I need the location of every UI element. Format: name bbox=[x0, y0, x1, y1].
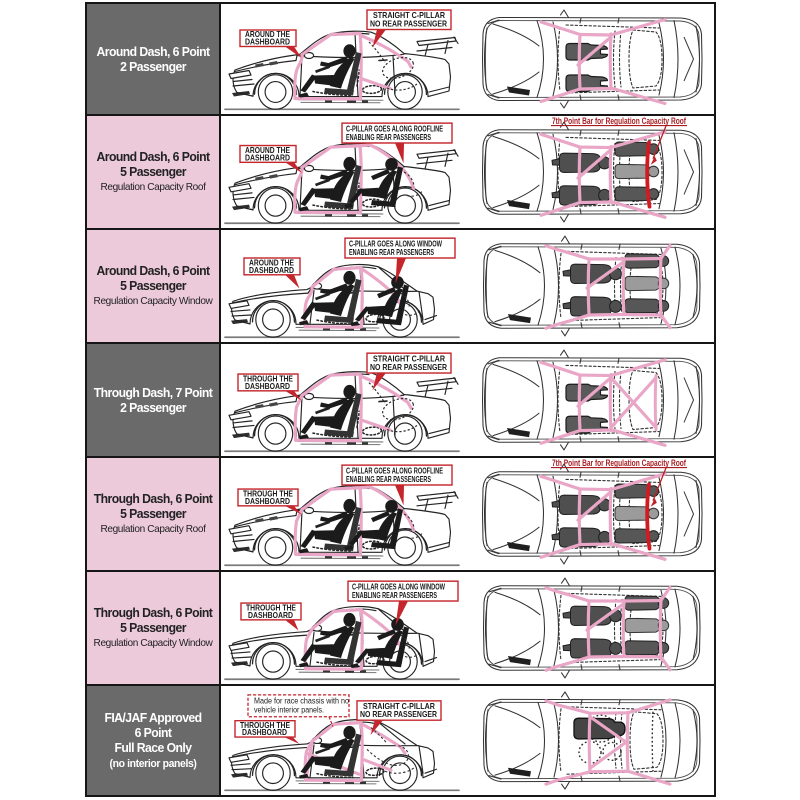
svg-text:NO REAR PASSENGER: NO REAR PASSENGER bbox=[370, 363, 447, 372]
svg-text:DASHBOARD: DASHBOARD bbox=[245, 38, 290, 47]
svg-text:C-PILLAR GOES ALONG WINDOW: C-PILLAR GOES ALONG WINDOW bbox=[349, 239, 442, 248]
svg-text:NO REAR PASSENGER: NO REAR PASSENGER bbox=[370, 20, 447, 29]
svg-text:C-PILLAR GOES ALONG ROOFLINE: C-PILLAR GOES ALONG ROOFLINE bbox=[346, 124, 443, 133]
svg-text:THROUGH THE: THROUGH THE bbox=[243, 374, 293, 383]
svg-text:vehicle interior panels.: vehicle interior panels. bbox=[254, 704, 324, 714]
svg-text:NO REAR PASSENGER: NO REAR PASSENGER bbox=[360, 710, 437, 719]
svg-text:THROUGH THE: THROUGH THE bbox=[243, 489, 293, 498]
svg-text:STRAIGHT C-PILLAR: STRAIGHT C-PILLAR bbox=[363, 702, 435, 711]
svg-text:C-PILLAR GOES ALONG ROOFLINE: C-PILLAR GOES ALONG ROOFLINE bbox=[346, 466, 443, 475]
svg-text:AROUND THE: AROUND THE bbox=[249, 258, 294, 267]
svg-text:ENABLING REAR PASSENGERS: ENABLING REAR PASSENGERS bbox=[346, 133, 431, 142]
svg-text:ENABLING REAR PASSENGERS: ENABLING REAR PASSENGERS bbox=[346, 475, 431, 484]
svg-text:AROUND THE: AROUND THE bbox=[245, 146, 290, 155]
svg-text:DASHBOARD: DASHBOARD bbox=[245, 497, 290, 506]
svg-text:Made for race chassis with no: Made for race chassis with no bbox=[254, 695, 349, 705]
svg-text:ENABLING REAR PASSENGERS: ENABLING REAR PASSENGERS bbox=[352, 591, 437, 600]
svg-text:C-PILLAR GOES ALONG WINDOW: C-PILLAR GOES ALONG WINDOW bbox=[352, 582, 445, 591]
svg-text:7th Point Bar for Regulation C: 7th Point Bar for Regulation Capacity Ro… bbox=[552, 116, 686, 126]
svg-text:DASHBOARD: DASHBOARD bbox=[245, 382, 290, 391]
svg-text:THROUGH THE: THROUGH THE bbox=[240, 721, 290, 730]
svg-text:STRAIGHT C-PILLAR: STRAIGHT C-PILLAR bbox=[373, 11, 445, 20]
svg-text:ENABLING REAR PASSENGERS: ENABLING REAR PASSENGERS bbox=[349, 248, 434, 257]
svg-text:STRAIGHT C-PILLAR: STRAIGHT C-PILLAR bbox=[373, 354, 445, 363]
svg-text:DASHBOARD: DASHBOARD bbox=[249, 266, 294, 275]
svg-text:DASHBOARD: DASHBOARD bbox=[242, 728, 287, 737]
svg-text:DASHBOARD: DASHBOARD bbox=[248, 611, 293, 620]
svg-text:7th Point Bar for Regulation C: 7th Point Bar for Regulation Capacity Ro… bbox=[552, 458, 686, 468]
svg-text:AROUND THE: AROUND THE bbox=[245, 30, 290, 39]
svg-text:DASHBOARD: DASHBOARD bbox=[245, 153, 290, 162]
svg-text:THROUGH THE: THROUGH THE bbox=[246, 603, 296, 612]
